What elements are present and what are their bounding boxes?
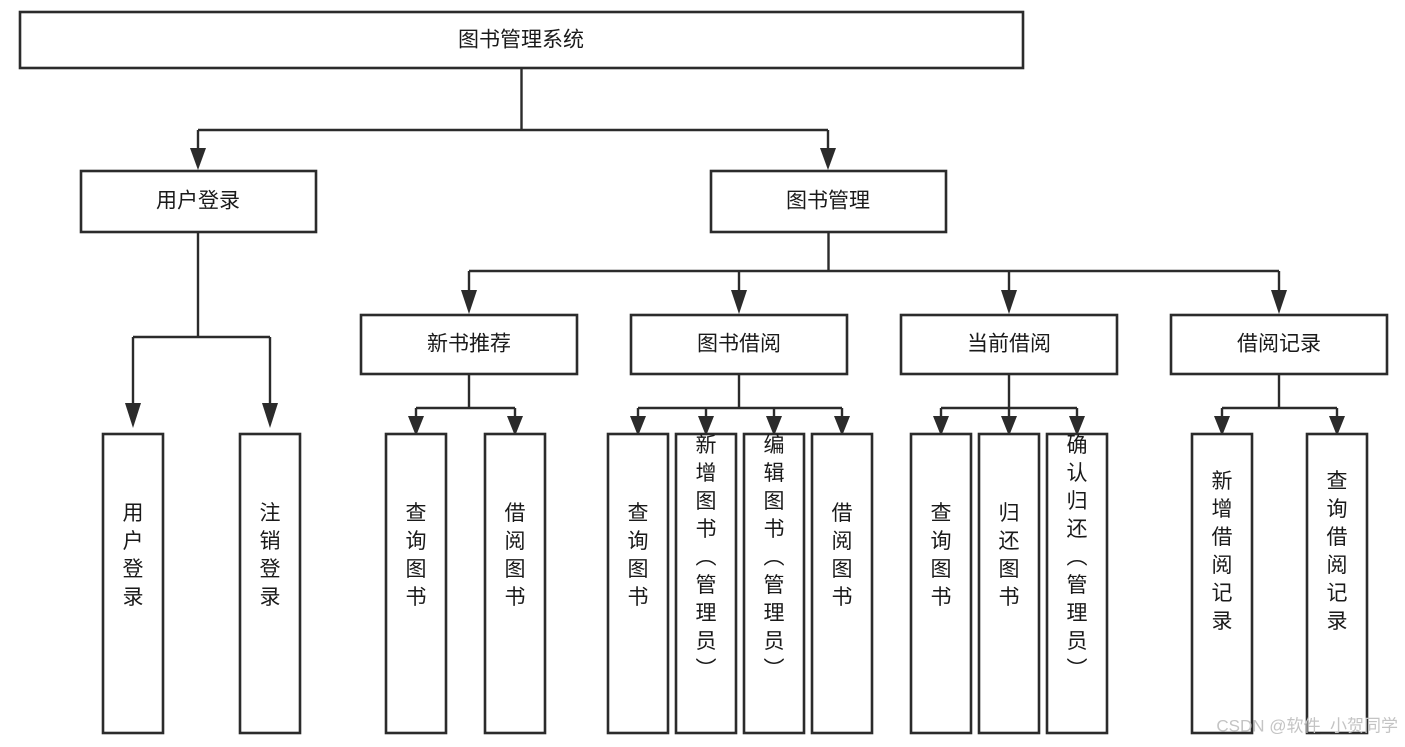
node-borrow-label: 图书借阅	[697, 333, 781, 356]
arrowhead-record	[1271, 290, 1287, 314]
node-leaf-7-box[interactable]	[742, 432, 806, 735]
node-leaf-13[interactable]: 查询借阅记录	[1305, 432, 1369, 735]
node-root-box[interactable]	[18, 10, 1025, 70]
arrowhead-leaf-6	[698, 416, 714, 436]
node-current-label: 当前借阅	[967, 333, 1051, 356]
node-leaf-11-label: 确认归还︵管理员︶	[1067, 434, 1088, 681]
node-login[interactable]: 用户登录	[79, 169, 318, 234]
node-leaf-6[interactable]: 新增图书︵管理员︶	[674, 432, 738, 735]
node-bookmgmt[interactable]: 图书管理	[709, 169, 948, 234]
arrowhead-leaf-4	[507, 416, 523, 436]
node-leaf-13-box[interactable]	[1305, 432, 1369, 735]
arrowhead-leaf-5	[630, 416, 646, 436]
node-bookmgmt-label: 图书管理	[786, 190, 870, 213]
arrowhead-leaf-3	[408, 416, 424, 436]
node-leaf-8-box[interactable]	[810, 432, 874, 735]
node-login-label: 用户登录	[156, 190, 240, 213]
node-login-box[interactable]	[79, 169, 318, 234]
node-root[interactable]: 图书管理系统	[18, 10, 1025, 70]
arrowhead-bookmgmt	[820, 148, 836, 170]
node-record[interactable]: 借阅记录	[1169, 313, 1389, 376]
node-leaf-2-box[interactable]	[238, 432, 302, 735]
node-leaf-1-label: 用户登录	[123, 502, 144, 609]
node-leaf-4-box[interactable]	[483, 432, 547, 735]
watermark-label: CSDN @软件_小贺同学	[1216, 716, 1398, 735]
node-leaf-2-label: 注销登录	[260, 502, 281, 609]
node-leaf-6-box[interactable]	[674, 432, 738, 735]
node-leaf-5[interactable]: 查询图书	[606, 432, 670, 735]
arrowhead-leaf-2	[262, 403, 278, 428]
node-leaf-12[interactable]: 新增借阅记录	[1190, 432, 1254, 735]
node-leaf-9-box[interactable]	[909, 432, 973, 735]
node-leaf-10[interactable]: 归还图书	[977, 432, 1041, 735]
node-leaf-11[interactable]: 确认归还︵管理员︶	[1045, 432, 1109, 735]
node-leaf-3-box[interactable]	[384, 432, 448, 735]
connectors-group	[125, 68, 1345, 436]
node-leaf-9-label: 查询图书	[931, 502, 952, 609]
node-leaf-5-label: 查询图书	[628, 502, 649, 609]
arrowhead-login	[190, 148, 206, 170]
arrowhead-leaf-9	[933, 416, 949, 436]
node-leaf-7-label: 编辑图书︵管理员︶	[764, 434, 785, 681]
arrowhead-current	[1001, 290, 1017, 314]
arrowhead-leaf-12	[1214, 416, 1230, 436]
node-leaf-12-box[interactable]	[1190, 432, 1254, 735]
node-leaf-13-label: 查询借阅记录	[1327, 470, 1348, 633]
node-current-box[interactable]	[899, 313, 1119, 376]
arrowhead-leaf-11	[1069, 416, 1085, 436]
node-current[interactable]: 当前借阅	[899, 313, 1119, 376]
node-leaf-7[interactable]: 编辑图书︵管理员︶	[742, 432, 806, 735]
arrowhead-leaf-10	[1001, 416, 1017, 436]
node-root-label: 图书管理系统	[458, 29, 584, 52]
node-newbook-label: 新书推荐	[427, 333, 511, 356]
arrowhead-newbook	[461, 290, 477, 314]
arrowhead-leaf-1	[125, 403, 141, 428]
arrowhead-leaf-8	[834, 416, 850, 436]
node-leaf-8-label: 借阅图书	[832, 502, 853, 609]
node-leaf-11-box[interactable]	[1045, 432, 1109, 735]
node-leaf-2[interactable]: 注销登录	[238, 432, 302, 735]
node-newbook[interactable]: 新书推荐	[359, 313, 579, 376]
node-record-box[interactable]	[1169, 313, 1389, 376]
node-bookmgmt-box[interactable]	[709, 169, 948, 234]
node-leaf-8[interactable]: 借阅图书	[810, 432, 874, 735]
arrowhead-leaf-7	[766, 416, 782, 436]
node-leaf-10-label: 归还图书	[999, 502, 1020, 609]
arrowhead-leaf-13	[1329, 416, 1345, 436]
node-leaf-1-box[interactable]	[101, 432, 165, 735]
node-leaf-5-box[interactable]	[606, 432, 670, 735]
arrowhead-borrow	[731, 290, 747, 314]
node-leaf-4[interactable]: 借阅图书	[483, 432, 547, 735]
node-leaf-1[interactable]: 用户登录	[101, 432, 165, 735]
node-leaf-3[interactable]: 查询图书	[384, 432, 448, 735]
node-newbook-box[interactable]	[359, 313, 579, 376]
node-leaf-4-label: 借阅图书	[505, 502, 526, 609]
node-record-label: 借阅记录	[1237, 333, 1321, 356]
node-leaf-10-box[interactable]	[977, 432, 1041, 735]
node-leaf-9[interactable]: 查询图书	[909, 432, 973, 735]
node-leaf-12-label: 新增借阅记录	[1212, 470, 1233, 633]
node-borrow-box[interactable]	[629, 313, 849, 376]
node-leaf-3-label: 查询图书	[406, 502, 427, 609]
node-borrow[interactable]: 图书借阅	[629, 313, 849, 376]
node-leaf-6-label: 新增图书︵管理员︶	[696, 434, 717, 681]
